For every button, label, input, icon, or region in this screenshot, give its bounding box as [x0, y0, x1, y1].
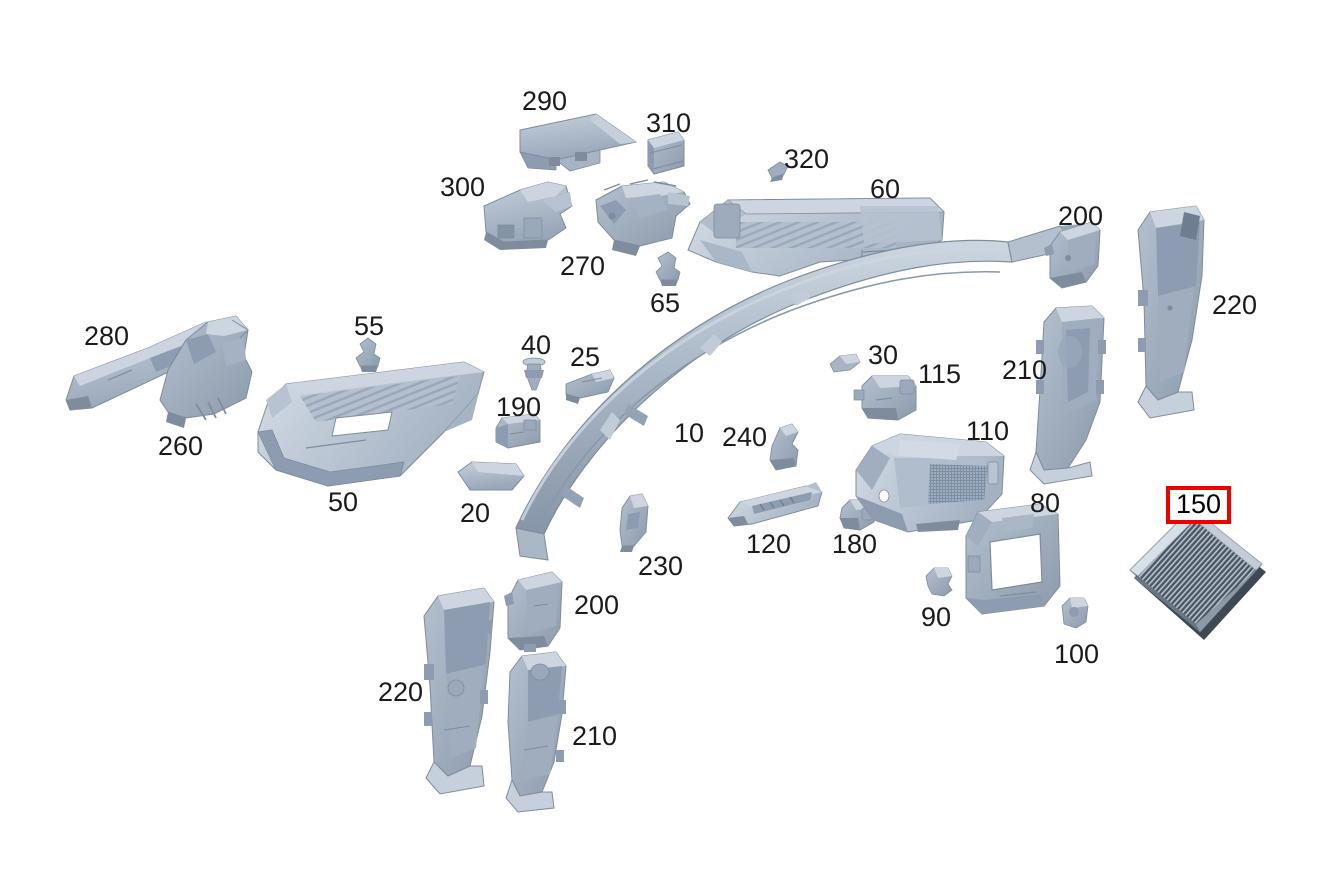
part-shape-270 [595, 179, 691, 256]
part-shape-120 [727, 482, 823, 527]
callout-290[interactable]: 290 [522, 86, 568, 116]
callout-300[interactable]: 300 [440, 172, 486, 202]
callout-220-right[interactable]: 220 [1212, 290, 1258, 320]
callout-40[interactable]: 40 [521, 330, 552, 360]
callout-50[interactable]: 50 [328, 487, 359, 517]
callout-60[interactable]: 60 [870, 174, 901, 204]
part-shape-220-bottom [423, 587, 495, 795]
callout-55[interactable]: 55 [354, 311, 385, 341]
part-shape-50 [257, 361, 485, 487]
part-shape-100 [1061, 597, 1089, 629]
callout-100[interactable]: 100 [1054, 639, 1100, 669]
callout-270[interactable]: 270 [560, 251, 606, 281]
callout-150-highlighted[interactable]: 150 [1166, 486, 1232, 524]
part-shape-200-bottom [504, 571, 563, 652]
part-shape-25 [565, 369, 615, 404]
part-shape-80 [965, 503, 1061, 615]
part-shape-260 [159, 315, 253, 428]
callout-115[interactable]: 115 [918, 359, 962, 389]
part-shape-190 [495, 413, 541, 449]
part-shape-65 [655, 251, 681, 286]
callout-180[interactable]: 180 [832, 529, 878, 559]
part-shape-300 [483, 181, 573, 250]
callout-230[interactable]: 230 [638, 551, 684, 581]
callout-110[interactable]: 110 [966, 416, 1010, 446]
callout-240[interactable]: 240 [722, 422, 768, 452]
callout-200-top[interactable]: 200 [1058, 201, 1104, 231]
part-shape-200-top [1044, 221, 1101, 289]
callout-210-bottom[interactable]: 210 [572, 721, 618, 751]
part-shape-290 [519, 113, 638, 172]
callout-90[interactable]: 90 [921, 602, 952, 632]
part-shape-150 [1129, 507, 1266, 640]
callout-200-bottom[interactable]: 200 [574, 590, 620, 620]
part-shape-320 [767, 161, 789, 182]
part-shape-110 [855, 433, 1005, 533]
part-shape-210-right [1029, 305, 1106, 485]
callout-120[interactable]: 120 [746, 529, 792, 559]
part-shape-20 [457, 461, 525, 491]
callout-260[interactable]: 260 [158, 431, 204, 461]
callout-80[interactable]: 80 [1030, 488, 1061, 518]
part-shape-220-right [1137, 205, 1205, 419]
part-shape-310 [647, 131, 685, 175]
callout-210-right[interactable]: 210 [1002, 355, 1048, 385]
callout-190[interactable]: 190 [496, 392, 542, 422]
part-shape-90 [925, 567, 953, 597]
callout-65[interactable]: 65 [650, 288, 681, 318]
callout-10[interactable]: 10 [674, 418, 705, 448]
part-shape-230 [619, 493, 649, 552]
part-shape-55 [355, 337, 381, 372]
callout-20[interactable]: 20 [460, 498, 491, 528]
callout-25[interactable]: 25 [570, 342, 601, 372]
part-shape-30 [829, 353, 861, 373]
callout-220-bottom[interactable]: 220 [378, 677, 424, 707]
part-shape-210-bottom [505, 651, 567, 813]
callout-320[interactable]: 320 [784, 144, 830, 174]
callout-280[interactable]: 280 [84, 321, 130, 351]
part-shape-115 [853, 375, 917, 421]
part-shape-40 [522, 357, 546, 391]
callout-30[interactable]: 30 [868, 340, 899, 370]
callout-310[interactable]: 310 [646, 108, 692, 138]
part-shape-240 [769, 423, 799, 471]
